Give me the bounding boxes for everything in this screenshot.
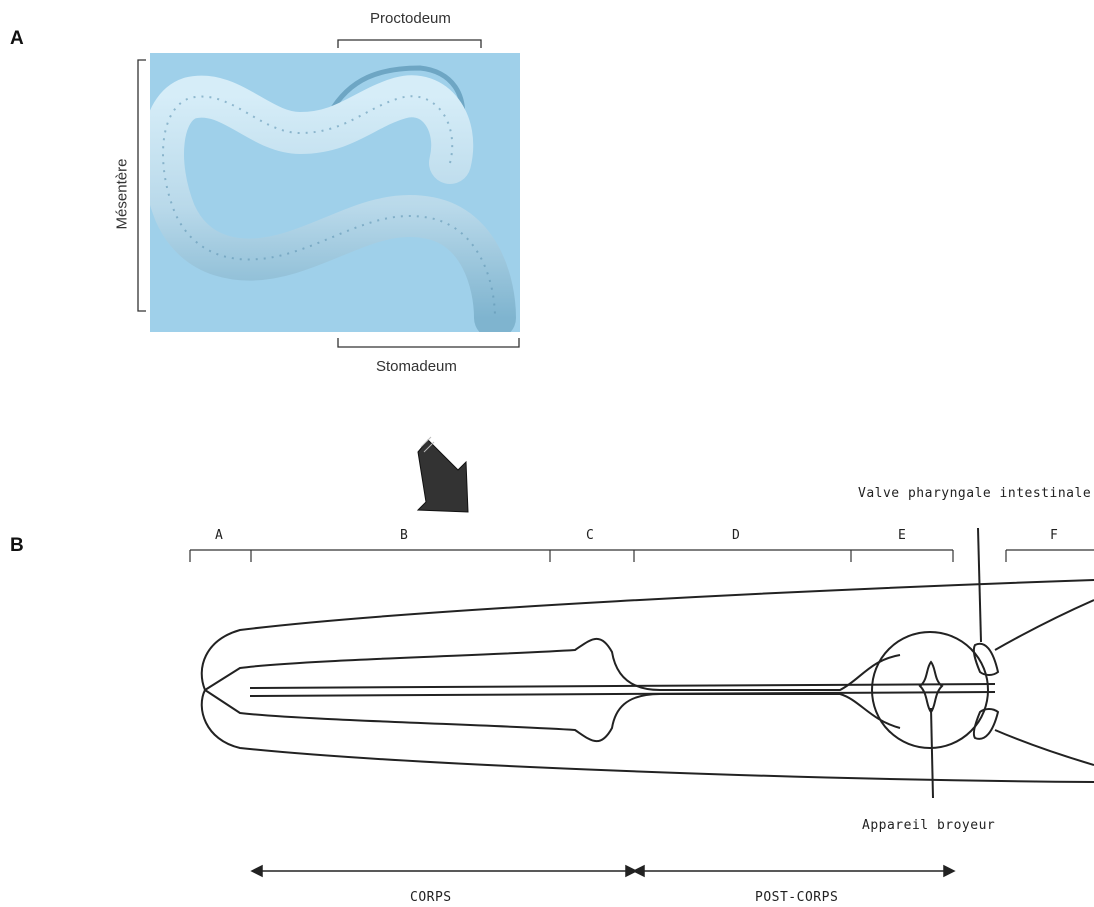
post-corps-label: POST-CORPS xyxy=(755,890,838,905)
transition-arrow-icon xyxy=(418,437,468,512)
pharynx-drawing xyxy=(202,528,1094,798)
segment-a: A xyxy=(215,528,223,543)
grinder-label: Appareil broyeur xyxy=(862,818,995,833)
corps-arrow xyxy=(252,866,636,876)
mesentere-bracket xyxy=(138,60,146,311)
stomadeum-bracket xyxy=(338,338,519,347)
proctodeum-bracket xyxy=(338,40,481,48)
post-corps-arrow xyxy=(634,866,954,876)
corps-label: CORPS xyxy=(410,890,452,905)
segment-brackets xyxy=(190,550,1094,562)
valve-label: Valve pharyngale intestinale xyxy=(858,486,1091,501)
segment-d: D xyxy=(732,528,740,543)
segment-c: C xyxy=(586,528,594,543)
segment-f: F xyxy=(1050,528,1058,543)
segment-b: B xyxy=(400,528,408,543)
segment-e: E xyxy=(898,528,906,543)
